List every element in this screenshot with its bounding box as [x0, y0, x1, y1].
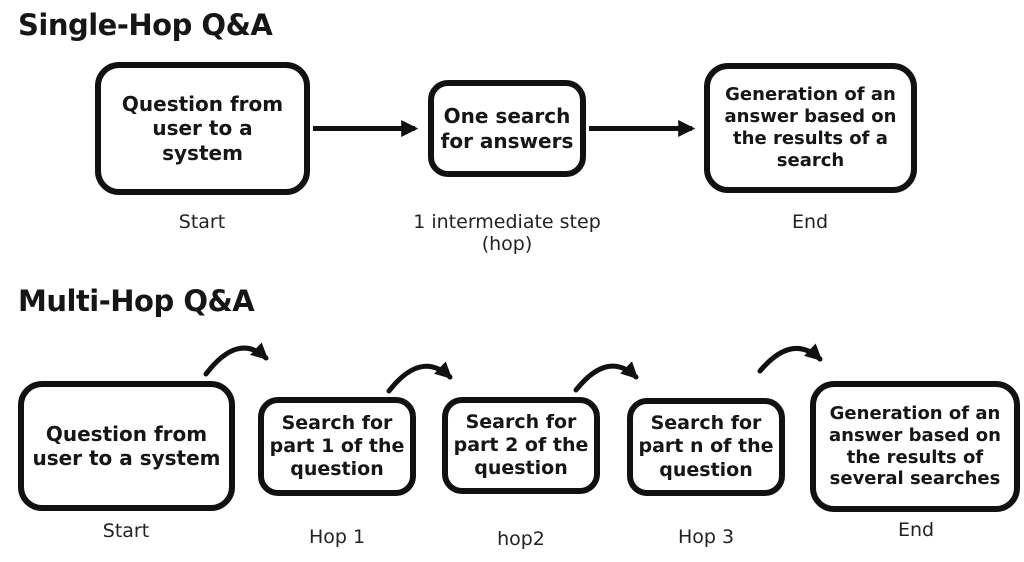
multi-hop-caption-hop1: Hop 1: [308, 526, 366, 548]
single-hop-node-question: Question from user to a system: [95, 62, 310, 195]
multi-hop-heading: Multi-Hop Q&A: [18, 284, 255, 318]
multi-hop-node-generation: Generation of an answer based on the res…: [810, 381, 1020, 512]
single-hop-caption-intermediate: 1 intermediate step (hop): [413, 211, 601, 256]
multi-hop-node-search-1: Search for part 1 of the question: [258, 397, 416, 496]
multi-hop-caption-start: Start: [102, 520, 150, 542]
multi-hop-node-search-n: Search for part n of the question: [627, 398, 785, 496]
hop-arc-3: [573, 361, 639, 393]
hop-arc-2: [386, 361, 453, 394]
hop-arc-4: [757, 343, 823, 374]
multi-hop-node-question: Question from user to a system: [18, 381, 235, 511]
single-hop-caption-end: End: [791, 211, 829, 233]
single-hop-heading: Single-Hop Q&A: [18, 8, 273, 42]
multi-hop-node-search-2: Search for part 2 of the question: [442, 397, 600, 494]
multi-hop-caption-hop2: hop2: [497, 528, 545, 550]
single-hop-caption-start: Start: [178, 211, 226, 233]
hop-arc-1: [203, 342, 269, 377]
multi-hop-caption-end: End: [897, 519, 935, 541]
multi-hop-caption-hop3: Hop 3: [677, 526, 735, 548]
single-hop-node-search: One search for answers: [428, 80, 586, 177]
single-hop-node-generation: Generation of an answer based on the res…: [704, 63, 917, 193]
